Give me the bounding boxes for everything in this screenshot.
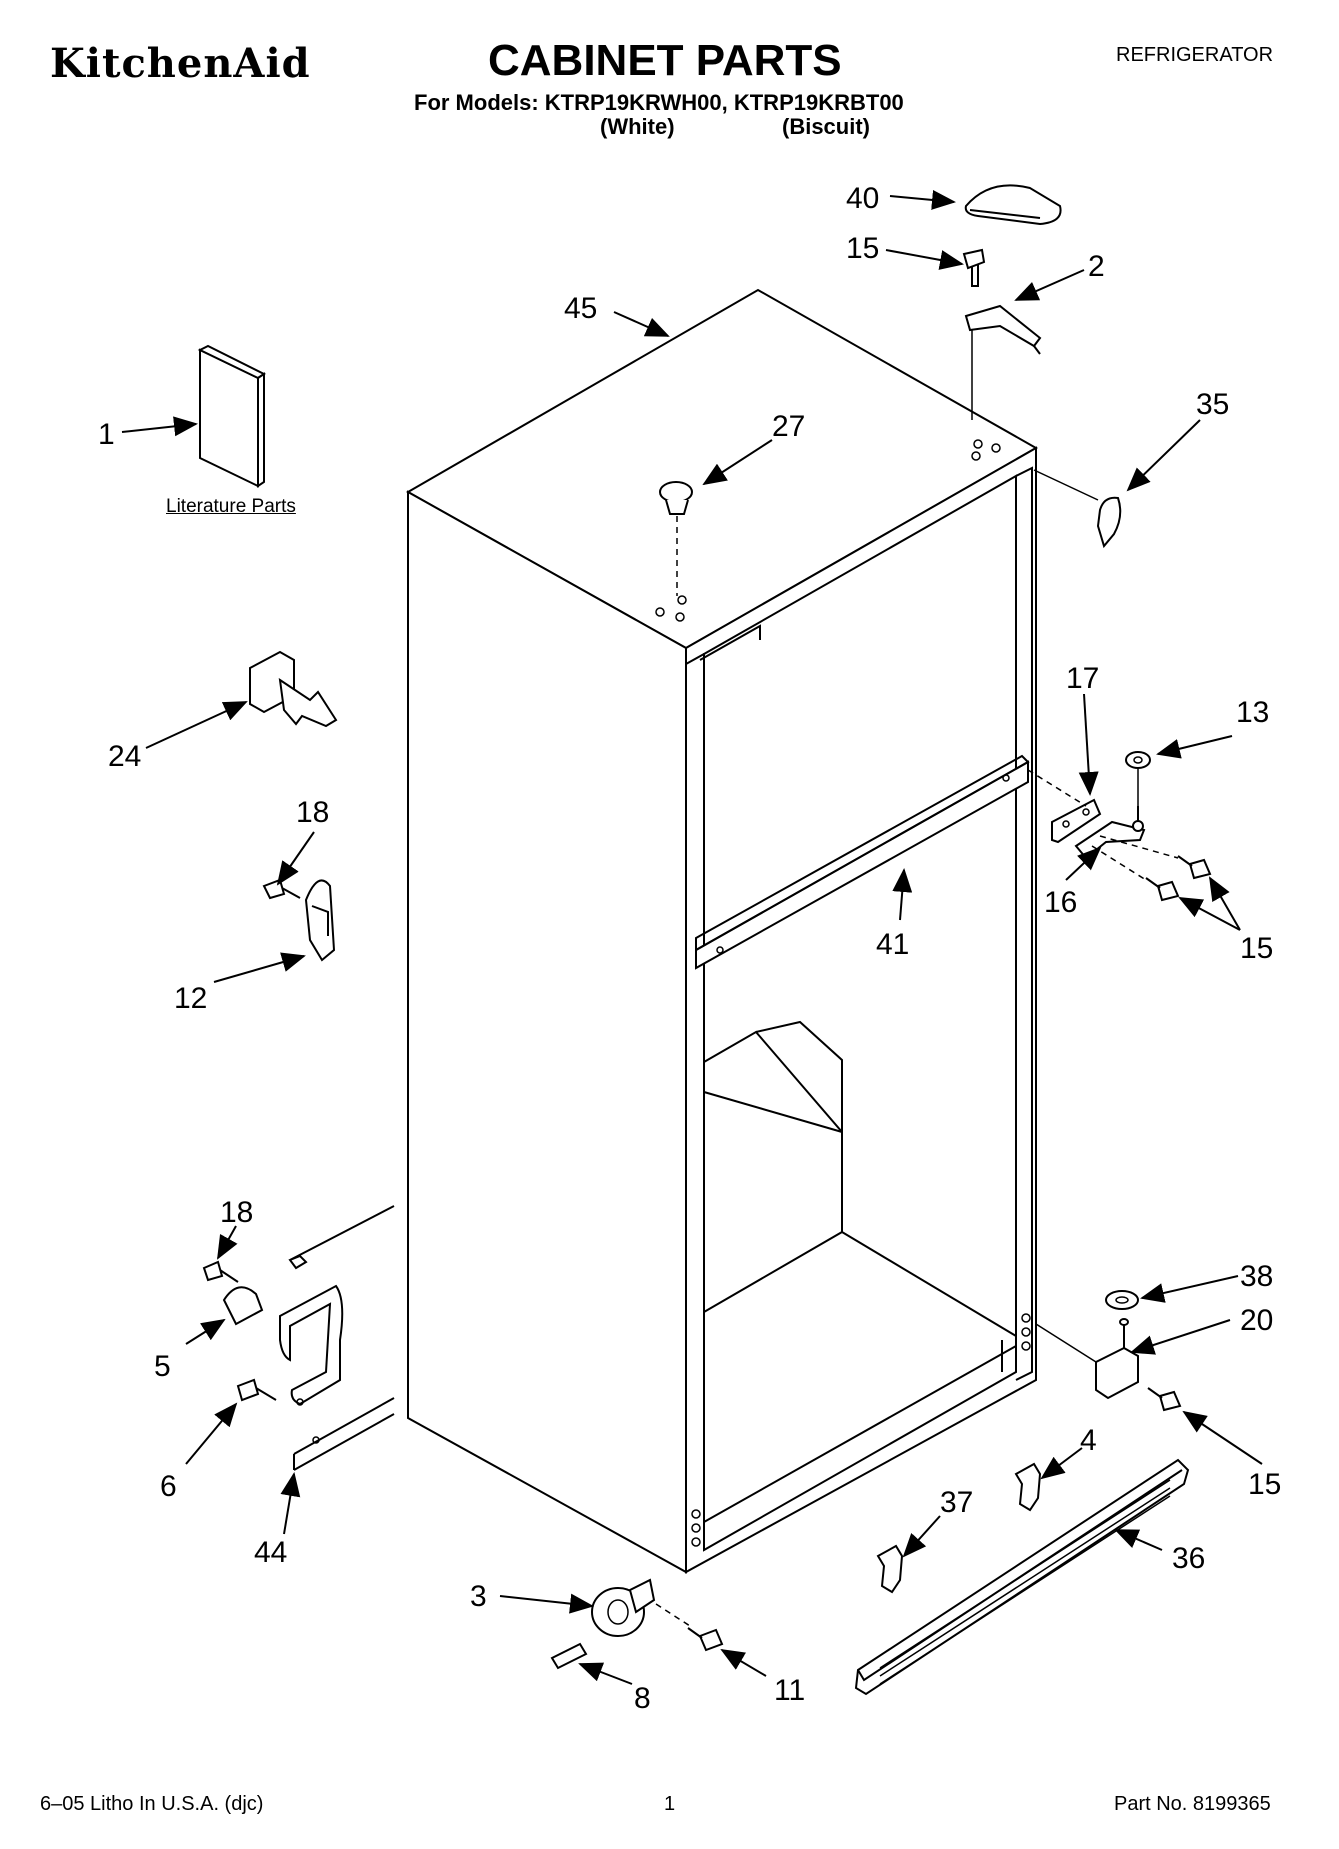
screw-6 [236,1378,304,1406]
callout-38: 38 [1240,1260,1273,1293]
top-cap-40 [964,184,1062,226]
clip-37 [876,1544,904,1594]
washer-38 [1105,1290,1139,1310]
hinge-cover-35 [1033,469,1122,549]
callout-24: 24 [108,740,141,773]
leader-lines [121,189,1263,1685]
callout-15: 15 [1248,1468,1281,1501]
callout-37: 37 [940,1486,973,1519]
callout-numbers: 40 15 2 45 35 1 27 24 17 13 18 16 15 41 … [98,182,1281,1715]
callout-12: 12 [174,982,207,1015]
callout-8: 8 [634,1682,651,1715]
callout-15: 15 [846,232,879,265]
page-title: CABINET PARTS [488,36,842,85]
callout-6: 6 [160,1470,177,1503]
callout-16: 16 [1044,886,1077,919]
callout-18: 18 [220,1196,253,1229]
screw-15-top [962,248,986,287]
footer-part-number: Part No. 8199365 [1114,1793,1271,1815]
divider-rail-41 [695,754,1030,970]
screw-15-lower [1147,1387,1182,1412]
footer-page-number: 1 [664,1793,676,1815]
callout-4: 4 [1080,1424,1097,1457]
hinge-17 [1051,798,1102,844]
grille-36 [854,1458,1190,1696]
plug-27 [659,481,693,596]
cabinet-shell [405,288,1039,1574]
callout-40: 40 [846,182,879,215]
callout-27: 27 [772,410,805,443]
screw-11 [655,1603,724,1652]
callout-1: 1 [98,418,115,451]
callout-36: 36 [1172,1542,1205,1575]
screw-18-lower [202,1260,239,1283]
part-24 [249,650,338,728]
screws-15-right [1145,855,1212,902]
callout-41: 41 [876,928,909,961]
caster-3 [591,1578,656,1637]
bracket-5 [222,1254,344,1406]
bracket-12 [304,879,336,962]
callout-11: 11 [774,1674,805,1707]
callout-35: 35 [1196,388,1229,421]
callout-3: 3 [470,1580,487,1613]
lower-hinge-20 [1035,1318,1139,1400]
callout-15: 15 [1240,932,1273,965]
callout-20: 20 [1240,1304,1273,1337]
color-white: (White) [600,114,675,139]
screw-18-upper [262,878,301,900]
callout-2: 2 [1088,250,1105,283]
literature-parts [197,344,266,488]
callout-18: 18 [296,796,329,829]
models-line: For Models: KTRP19KRWH00, KTRP19KRBT00 [414,90,904,115]
brand-logo: KitchenAid [50,40,311,87]
callout-44: 44 [254,1536,287,1569]
pin-8 [550,1642,588,1670]
product-category: REFRIGERATOR [1116,44,1274,66]
panel-44 [289,1205,395,1471]
literature-parts-label: Literature Parts [166,496,296,517]
callout-5: 5 [154,1350,171,1383]
callout-45: 45 [564,292,597,325]
color-biscuit: (Biscuit) [782,114,870,139]
callout-13: 13 [1236,696,1269,729]
top-hinge-2 [964,304,1042,420]
clip-4 [1014,1462,1042,1512]
callout-17: 17 [1066,662,1099,695]
washer-13 [1125,751,1151,806]
footer-print-info: 6–05 Litho In U.S.A. (djc) [40,1793,264,1815]
